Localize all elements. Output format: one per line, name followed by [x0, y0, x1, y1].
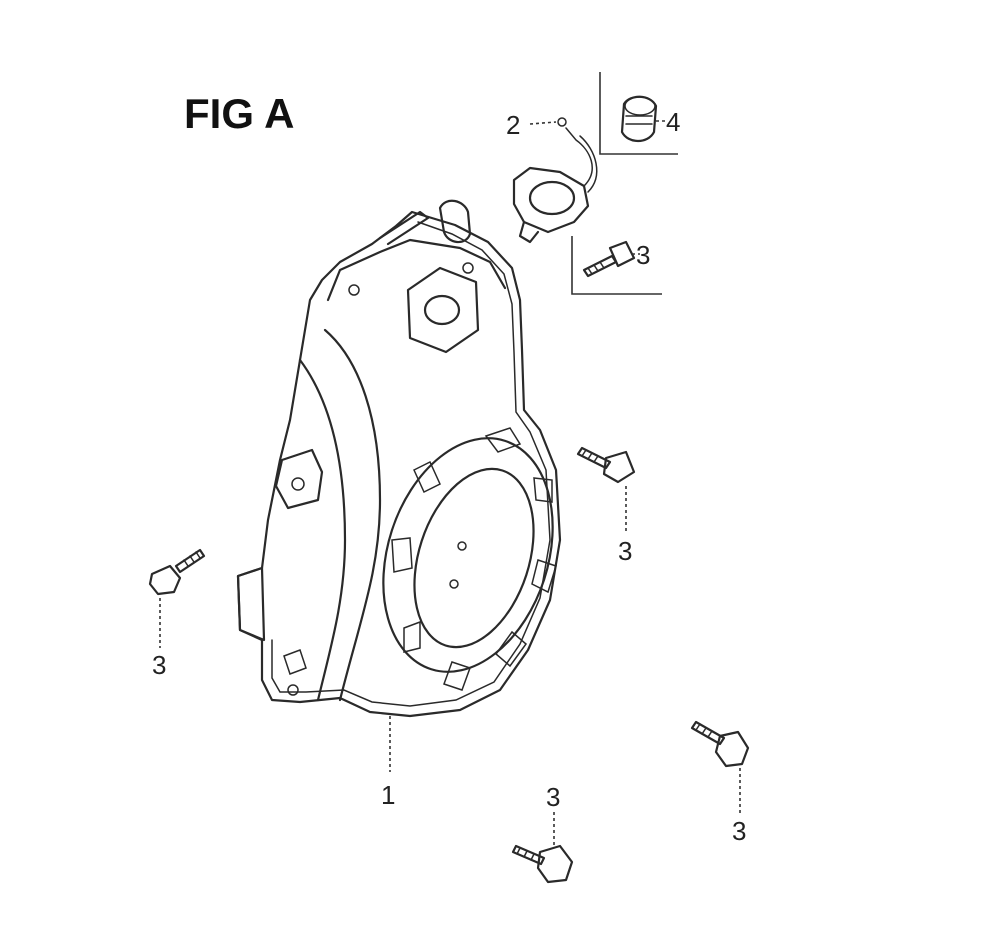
callout-shroud: 1 [381, 780, 395, 810]
leader-switch-wire [529, 121, 557, 125]
callout-switch-bolt: 3 [636, 240, 650, 270]
bolt-bottom [511, 844, 574, 884]
bracket-switch-bolt [571, 236, 662, 295]
callout-bolt-left: 3 [152, 650, 166, 680]
bolt-left [148, 548, 206, 596]
callout-bolt-bottom: 3 [546, 782, 560, 812]
callout-switch-wire: 2 [506, 110, 520, 140]
stop-switch [512, 117, 598, 244]
bolt-right [576, 446, 636, 484]
switch-knob [620, 95, 658, 143]
callout-bolt-lower-right: 3 [732, 816, 746, 846]
bolt-lower-right [690, 720, 750, 768]
fan-shroud [236, 199, 562, 718]
figure-title: FIG A [184, 90, 294, 137]
callout-knob: 4 [666, 107, 680, 137]
bolt-switch [582, 240, 636, 278]
bracket-knob [599, 72, 678, 155]
callout-bolt-right: 3 [618, 536, 632, 566]
